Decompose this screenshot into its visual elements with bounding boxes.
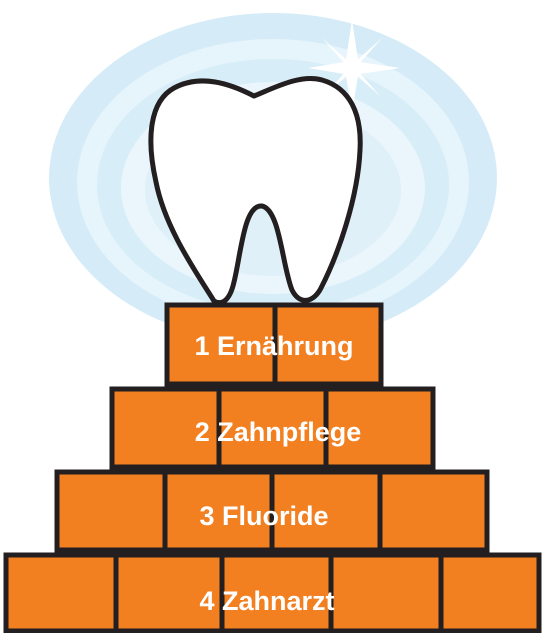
brick: [331, 555, 441, 631]
brick: [441, 555, 539, 631]
row-label-2: 2 Zahnpflege: [195, 417, 362, 447]
brick: [57, 472, 165, 550]
brick: [380, 472, 487, 550]
row-label-3: 3 Fluoride: [199, 501, 328, 531]
row-label-4: 4 Zahnarzt: [199, 586, 334, 616]
row-label-1: 1 Ernährung: [194, 331, 353, 361]
brick: [6, 555, 116, 631]
